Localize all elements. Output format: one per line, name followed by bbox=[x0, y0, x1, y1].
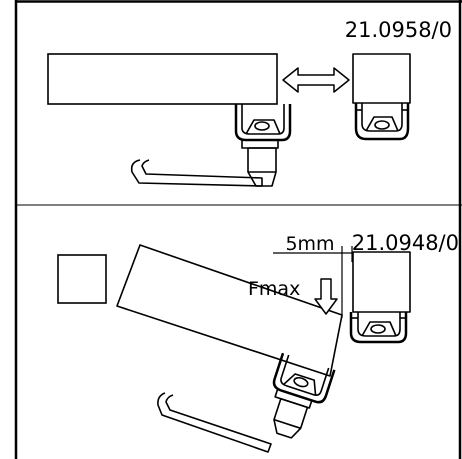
wall-mount-bracket-bottom bbox=[349, 251, 411, 344]
force-label: Fmax bbox=[248, 278, 300, 300]
hinge-fitting-bottom bbox=[272, 352, 336, 439]
drawer-body-tilted bbox=[116, 244, 343, 377]
article-number-bottom: 21.0948/0 bbox=[352, 231, 459, 255]
panel-bottom: 21.0948/0 5mm Fmax bbox=[57, 231, 459, 453]
double-arrow-icon bbox=[282, 67, 350, 93]
lever-handle-bottom bbox=[157, 392, 272, 453]
drawer-body bbox=[47, 53, 278, 105]
force-arrow-icon bbox=[314, 278, 338, 315]
gap-dimension-lines bbox=[273, 246, 353, 318]
hinge-fitting-top bbox=[234, 104, 292, 187]
panel-top: 21.0958/0 bbox=[47, 18, 452, 187]
wall-mount-bracket-top bbox=[352, 53, 411, 141]
diagram-frame bbox=[14, 0, 462, 459]
gap-dimension-label: 5mm bbox=[285, 233, 334, 255]
small-block bbox=[57, 254, 107, 304]
article-number-top: 21.0958/0 bbox=[345, 18, 452, 42]
lever-handle-top bbox=[130, 159, 263, 187]
